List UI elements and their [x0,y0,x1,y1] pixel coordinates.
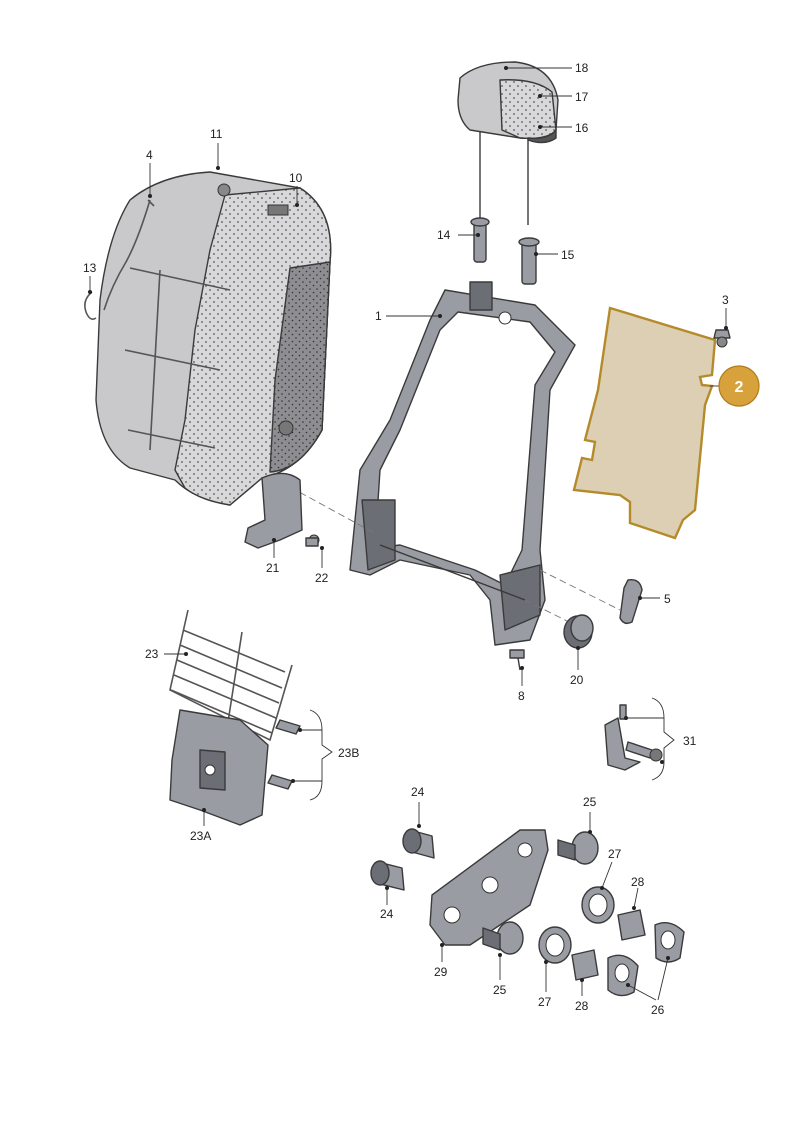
callout-17: 17 [575,90,589,104]
callout-23: 23 [145,647,159,661]
callout-27-upper: 27 [608,847,622,861]
guide-sleeve-right [518,237,540,285]
callout-16: 16 [575,121,589,135]
backrest-frame [349,281,576,646]
recliner-lever [244,472,303,549]
callout-11: 11 [210,127,223,141]
callout-28-lower: 28 [575,999,589,1013]
ring-upper [581,886,615,924]
callout-23b: 23B [338,746,359,760]
callout-21: 21 [266,561,280,575]
callout-10: 10 [289,171,303,185]
pivot-bearing-lower [482,921,524,955]
callout-5: 5 [664,592,671,606]
adjuster-knob [563,614,594,649]
callout-20: 20 [570,673,584,687]
callout-15: 15 [561,248,575,262]
callout-23a: 23A [190,829,211,843]
base-plate [429,829,549,946]
ring-lower [538,926,572,964]
callout-25-upper: 25 [583,795,597,809]
callout-13: 13 [83,261,97,275]
leader-lines [88,66,728,1001]
cover-upper [654,922,685,963]
spacer-upper [617,909,646,941]
callout-24-lower: 24 [380,907,394,921]
spacer-lower [571,949,599,981]
highlight-badge[interactable]: 2 [718,365,760,407]
backrest-cover [95,171,332,506]
lumbar-support [169,609,301,826]
callout-25-lower: 25 [493,983,507,997]
bushing-upper [402,828,435,859]
highlight-badge-label: 2 [735,379,744,396]
callout-22: 22 [315,571,329,585]
clip [713,329,731,348]
callout-31: 31 [683,734,697,748]
headrest [457,61,559,225]
wire-hook [103,199,151,311]
callout-3: 3 [722,293,729,307]
backrest-pad [572,306,717,540]
callout-29: 29 [434,965,448,979]
cover-lower [607,954,639,997]
callout-14: 14 [437,228,451,242]
bushing-lower [370,860,405,891]
mounting-bracket [604,704,663,771]
guide-sleeve-left [470,217,490,263]
spring-clip [84,291,97,320]
bolt [509,649,525,671]
callout-labels: 18 17 16 14 15 1 3 11 10 4 13 5 21 22 8 … [83,61,729,1017]
callout-28-upper: 28 [631,875,645,889]
callout-4: 4 [146,148,153,162]
end-cap [619,579,643,625]
callout-1: 1 [375,309,382,323]
callout-27-lower: 27 [538,995,552,1009]
pivot-bearing-upper [557,831,599,865]
callout-8: 8 [518,689,525,703]
callout-26: 26 [651,1003,665,1017]
callout-18: 18 [575,61,589,75]
callout-24-upper: 24 [411,785,425,799]
